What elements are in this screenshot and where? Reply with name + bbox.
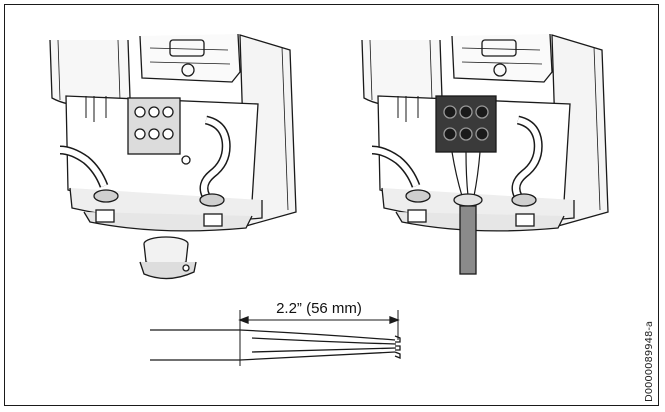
heater-unit-left (49, 33, 297, 232)
document-code: D0000089948-a (644, 321, 655, 402)
cable-gland (139, 236, 197, 280)
strip-length-label: 2.2” (56 mm) (276, 300, 362, 317)
terminal-block-left (127, 97, 181, 155)
cable-strip-detail (150, 310, 401, 366)
heater-unit-right (361, 33, 609, 232)
supply-cable (459, 205, 477, 275)
terminal-block-right (435, 95, 497, 153)
